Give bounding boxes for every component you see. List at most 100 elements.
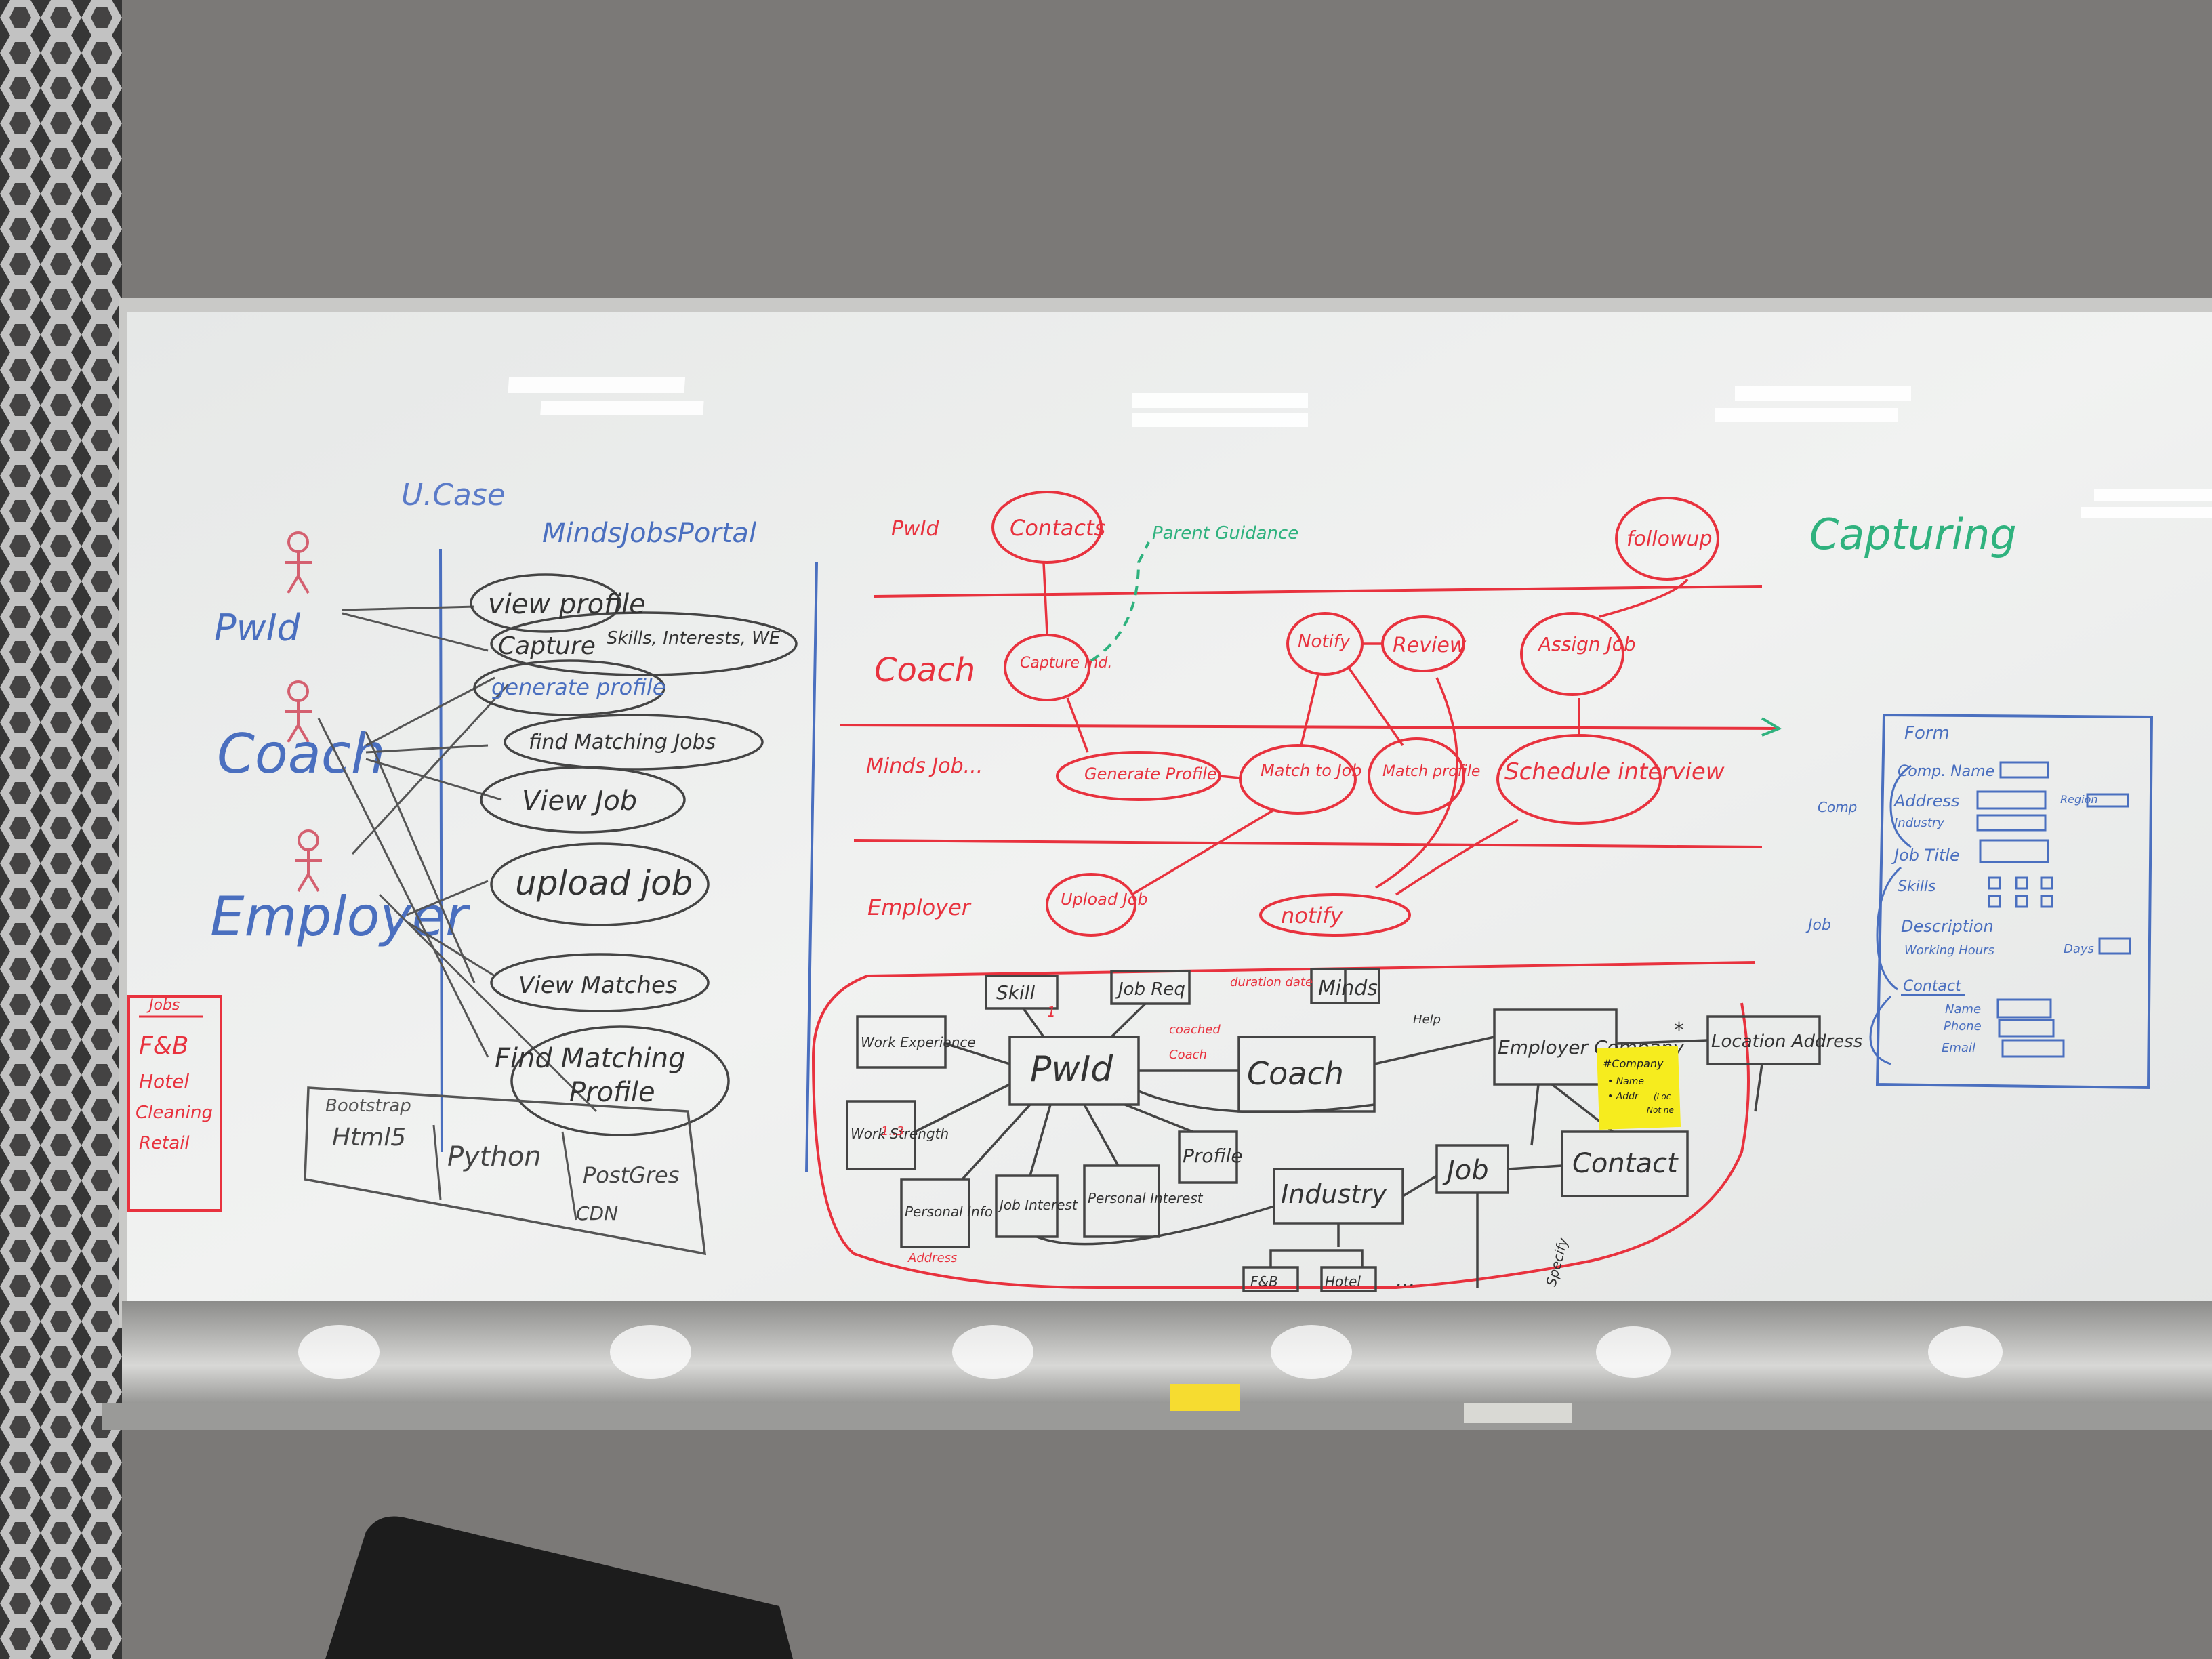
node-parent-guidance: Parent Guidance <box>1152 523 1298 544</box>
form-contact-email: Email <box>1942 1041 1975 1055</box>
node-upload-oval <box>1046 873 1136 937</box>
uc-generate-profile: generate profile <box>491 674 665 700</box>
form-input-job-title <box>1979 839 2049 863</box>
entity-contact: Contact <box>1572 1148 1679 1179</box>
ceiling-light-reflections <box>508 377 2212 518</box>
form-input-comp-name <box>1999 761 2049 779</box>
sticky-line-1: #Company <box>1603 1057 1664 1070</box>
actor-employer-label: Employer <box>210 885 471 948</box>
node-match-profile: Match profile <box>1382 763 1480 780</box>
system-name: MindsJobsPortal <box>542 518 756 549</box>
green-tick <box>1761 717 1782 737</box>
uc-view-profile-oval <box>470 573 621 633</box>
form-title: Form <box>1904 723 1950 743</box>
entity-job: Job <box>1442 1155 1489 1186</box>
uc-find-matching: Find Matching <box>495 1043 685 1074</box>
entity-more: ... <box>1396 1268 1416 1292</box>
node-schedule: Schedule interview <box>1504 758 1725 785</box>
tech-stack-box <box>304 1086 707 1256</box>
entity-contact-box <box>1561 1130 1689 1197</box>
sticky-line-4: (Loc <box>1654 1092 1671 1101</box>
form-field-days: Days <box>2064 942 2094 956</box>
node-assign-oval <box>1520 612 1624 696</box>
form-section-job: Job <box>1805 917 1831 934</box>
node-review: Review <box>1393 634 1467 657</box>
lane-employer: Employer <box>867 895 972 920</box>
use-case-diagram: U.Case MindsJobsPortal PwId Coach Employ… <box>210 478 818 1256</box>
entity-workexp-box <box>856 1015 947 1069</box>
entity-hotel-box <box>1320 1266 1377 1292</box>
form-field-comp-name: Comp. Name <box>1898 763 1994 780</box>
form-field-job-title: Job Title <box>1891 846 1960 865</box>
jobs-item-cleaning: Cleaning <box>136 1103 213 1123</box>
entity-personal-info: Personal Info <box>905 1204 993 1220</box>
uc-find-profile-oval <box>510 1025 730 1136</box>
sticky-line-2: • Name <box>1607 1076 1644 1087</box>
form-field-skills: Skills <box>1898 878 1936 895</box>
actor-coach-label: Coach <box>217 722 386 785</box>
flow-arrows <box>1042 562 1689 896</box>
form-input-address <box>1976 790 2047 810</box>
node-contacts: Contacts <box>1010 515 1105 541</box>
form-input-industry <box>1976 814 2047 832</box>
entity-employer-box <box>1493 1008 1618 1086</box>
form-contact-name: Name <box>1945 1002 1981 1017</box>
uc-find-jobs: find Matching Jobs <box>529 731 716 754</box>
er-label-duration: duration date <box>1230 975 1313 989</box>
node-notify2: notify <box>1281 903 1344 928</box>
entity-jobreq-box <box>1110 970 1191 1005</box>
form-input-contact-phone <box>1998 1019 2055 1038</box>
node-followup-oval <box>1615 497 1719 581</box>
actor-pwid <box>285 531 312 594</box>
entity-personal-interest-box <box>1083 1164 1160 1238</box>
hex-panel <box>0 0 122 1659</box>
form-skill-checkboxes <box>1988 876 2053 908</box>
sticky-line-3: • Addr <box>1607 1091 1639 1102</box>
lane-line-1 <box>874 585 1763 598</box>
actor-employer <box>295 830 322 893</box>
node-capture-oval <box>1004 634 1090 701</box>
er-relations <box>914 969 1763 1288</box>
entity-industry: Industry <box>1281 1179 1387 1209</box>
tech-html5: Html5 <box>332 1124 406 1151</box>
tray-eraser <box>1464 1403 1572 1423</box>
entity-strength: Work Strength <box>851 1126 949 1142</box>
er-label-coached: coached <box>1169 1023 1221 1037</box>
uc-generate-profile-oval <box>473 659 665 716</box>
entity-location: Location Address <box>1711 1031 1862 1052</box>
entity-profile: Profile <box>1183 1145 1243 1167</box>
node-notify2-oval <box>1259 893 1411 937</box>
entity-coach: Coach <box>1247 1055 1344 1092</box>
er-label-help: Help <box>1413 1012 1441 1027</box>
sticky-note <box>1596 1045 1681 1130</box>
er-label-address: Address <box>907 1251 957 1265</box>
node-generate: Generate Profile <box>1084 764 1217 783</box>
uc-view-job-oval <box>480 766 686 834</box>
form-contact-phone: Phone <box>1944 1019 1982 1033</box>
tray-sticky-pad <box>1170 1384 1240 1411</box>
form-input-days <box>2098 937 2131 955</box>
lane-pwid: PwId <box>891 517 939 541</box>
entity-skill: Skill <box>996 981 1036 1004</box>
entity-skill-box <box>985 975 1059 1010</box>
whiteboard <box>127 312 2212 1322</box>
entity-workexp: Work Experience <box>861 1034 976 1050</box>
form-field-description: Description <box>1901 917 1994 936</box>
lane-line-3 <box>853 839 1763 848</box>
uc-view-matches: View Matches <box>518 972 678 999</box>
node-match-profile-oval <box>1368 737 1465 815</box>
form-input-contact-email <box>2001 1039 2065 1058</box>
entity-personal-info-box <box>900 1178 970 1248</box>
er-label-one: 1 <box>1047 1004 1056 1020</box>
jobs-box: Jobs F&B Hotel Cleaning Retail <box>127 995 222 1212</box>
form-contact-header: Contact <box>1903 978 1962 995</box>
form-input-contact-name <box>1996 998 2052 1019</box>
lane-coach: Coach <box>874 651 975 689</box>
parent-guidance-arrow <box>1090 541 1150 662</box>
er-label-range: 1..3 <box>881 1124 904 1139</box>
jobs-item-retail: Retail <box>139 1133 190 1153</box>
uc-upload-job: upload job <box>515 863 693 903</box>
lane-minds-job: Minds Job... <box>866 754 983 778</box>
uc-capture: Capture <box>498 632 596 660</box>
tech-python: Python <box>447 1141 541 1172</box>
